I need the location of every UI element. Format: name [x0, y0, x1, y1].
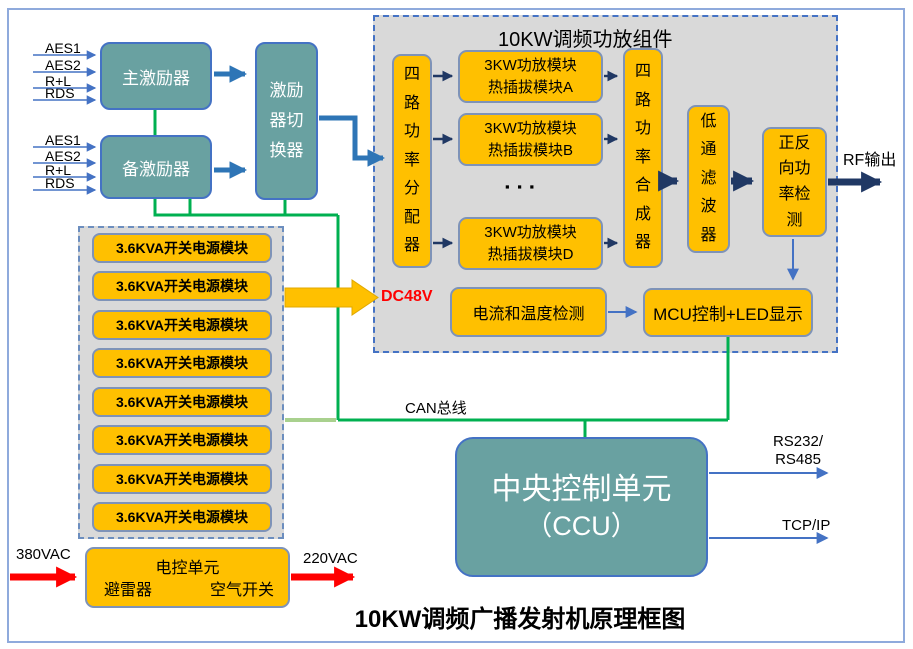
power-combiner-box: 四路功率合成器: [623, 48, 663, 268]
psu-module-4: 3.6KVA开关电源模块: [92, 348, 272, 378]
diagram-title: 10KW调频广播发射机原理框图: [354, 606, 686, 633]
low-pass-filter-box: 低通滤波器: [687, 105, 730, 253]
psu-module-5: 3.6KVA开关电源模块: [92, 387, 272, 417]
mcu-led-box: MCU控制+LED显示: [643, 288, 813, 337]
electric-control-unit-title: 电控单元: [155, 560, 220, 577]
pa-module-b-box: 3KW功放模块 热插拔模块B: [458, 113, 603, 166]
lightning-arrester-label: 避雷器: [104, 582, 153, 599]
amplifier-assembly-title: 10KW调频功放组件: [498, 29, 673, 51]
input-label-aes2: AES2: [45, 57, 81, 73]
current-temp-detect-box: 电流和温度检测: [450, 287, 607, 337]
input-label-aes1-b: AES1: [45, 132, 81, 148]
tcpip-label: TCP/IP: [782, 517, 831, 534]
input-label-aes1: AES1: [45, 40, 81, 56]
input-label-rds-b: RDS: [45, 175, 75, 191]
psu-module-3: 3.6KVA开关电源模块: [92, 310, 272, 340]
input-label-aes2-b: AES2: [45, 148, 81, 164]
ccu-box: 中央控制单元 （CCU）: [455, 437, 708, 577]
exciter-switcher-box: 激励器切换器: [255, 42, 318, 200]
pa-module-d-box: 3KW功放模块 热插拔模块D: [458, 217, 603, 270]
rs232-rs485-label: RS232/ RS485: [772, 433, 824, 468]
pa-modules-ellipsis: ▪ ▪ ▪: [505, 179, 537, 194]
electric-control-unit-box: 电控单元 避雷器 空气开关: [85, 547, 290, 608]
380vac-label: 380VAC: [16, 546, 71, 563]
air-breaker-label: 空气开关: [209, 582, 274, 599]
input-label-rds: RDS: [45, 85, 75, 101]
rf-output-label: RF输出: [843, 152, 897, 169]
psu-module-6: 3.6KVA开关电源模块: [92, 425, 272, 455]
outer-border: [7, 8, 905, 643]
power-divider-box: 四路功率分配器: [392, 54, 432, 268]
psu-module-2: 3.6KVA开关电源模块: [92, 271, 272, 301]
power-detector-box: 正反向功率检测: [762, 127, 827, 237]
psu-module-8: 3.6KVA开关电源模块: [92, 502, 272, 532]
dc48v-label: DC48V: [381, 288, 433, 305]
backup-exciter-box: 备激励器: [100, 135, 212, 199]
psu-module-1: 3.6KVA开关电源模块: [92, 233, 272, 263]
input-label-rl-b: R+L: [45, 162, 72, 178]
pa-module-a-box: 3KW功放模块 热插拔模块A: [458, 50, 603, 103]
input-label-rl: R+L: [45, 73, 72, 89]
ccu-title: 中央控制单元: [491, 472, 672, 506]
psu-module-7: 3.6KVA开关电源模块: [92, 464, 272, 494]
220vac-label: 220VAC: [303, 550, 358, 567]
can-bus-label: CAN总线: [405, 400, 467, 417]
ccu-subtitle: （CCU）: [525, 510, 638, 541]
main-exciter-box: 主激励器: [100, 42, 212, 110]
